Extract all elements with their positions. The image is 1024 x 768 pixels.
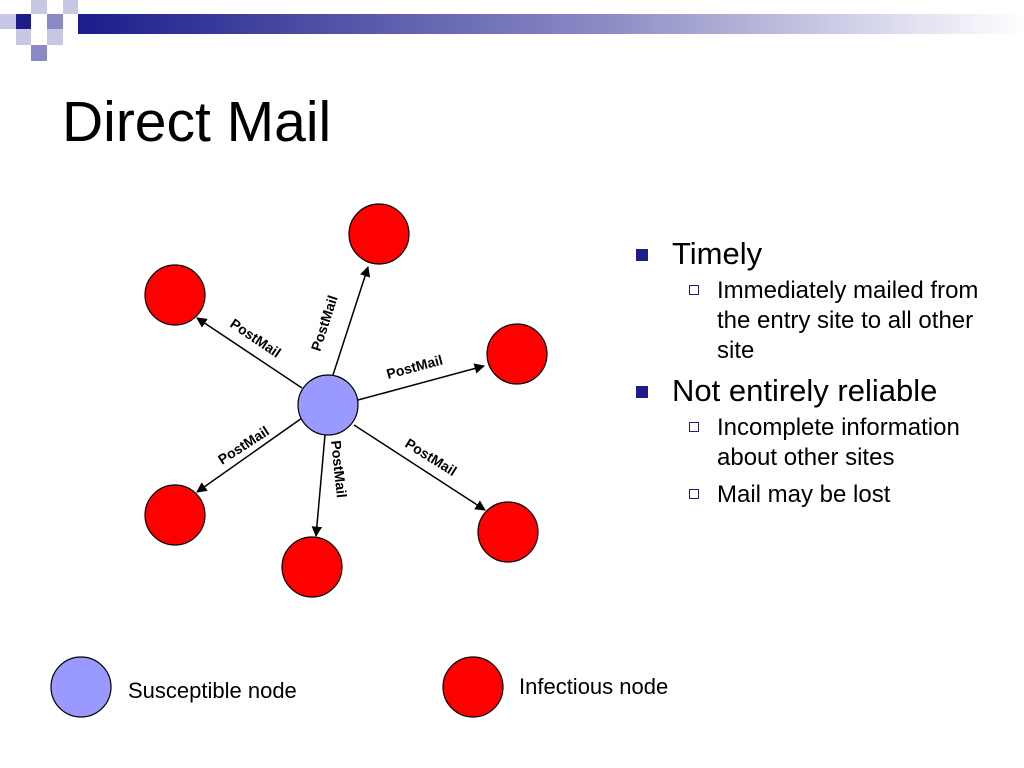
infectious-node-lower-right [477,501,539,563]
edge-label-lower-right: PostMail [402,435,459,479]
legend-infectious-swatch [442,656,504,718]
edge-top [332,266,371,376]
susceptible-node-center [297,374,359,436]
sub-bullet-incomplete-information: Incomplete information about other sites [636,413,996,473]
edge-label-right: PostMail [385,352,445,382]
legend-susceptible-label: Susceptible node [128,678,297,703]
edge-label-bottom: PostMail [328,440,350,499]
legend-infectious-label: Infectious node [519,674,669,699]
infectious-node-upper-left [144,264,206,326]
sub-bullet-mail-may-be-lost: Mail may be lost [636,480,996,510]
edge-lower-left [196,417,303,493]
infectious-node-bottom [281,536,343,598]
edge-right [357,363,486,401]
legend-susceptible-swatch [50,656,112,718]
slide-title: Direct Mail [62,90,332,154]
edge-lower-right [353,424,486,511]
bullet-timely: Timely [636,236,996,272]
edge-label-top: PostMail [308,293,341,353]
edge-upper-left [196,317,303,389]
edge-bottom [311,434,326,538]
bullet-not-entirely-reliable: Not entirely reliable [636,373,996,409]
sub-bullet-immediately-mailed: Immediately mailed from the entry site t… [636,276,996,366]
infectious-node-right [486,323,548,385]
edge-label-upper-left: PostMail [227,315,284,360]
header-band [0,0,1024,61]
infectious-node-top [348,203,410,265]
infectious-node-lower-left [144,484,206,546]
bullet-list: Timely Immediately mailed from the entry… [636,236,996,517]
